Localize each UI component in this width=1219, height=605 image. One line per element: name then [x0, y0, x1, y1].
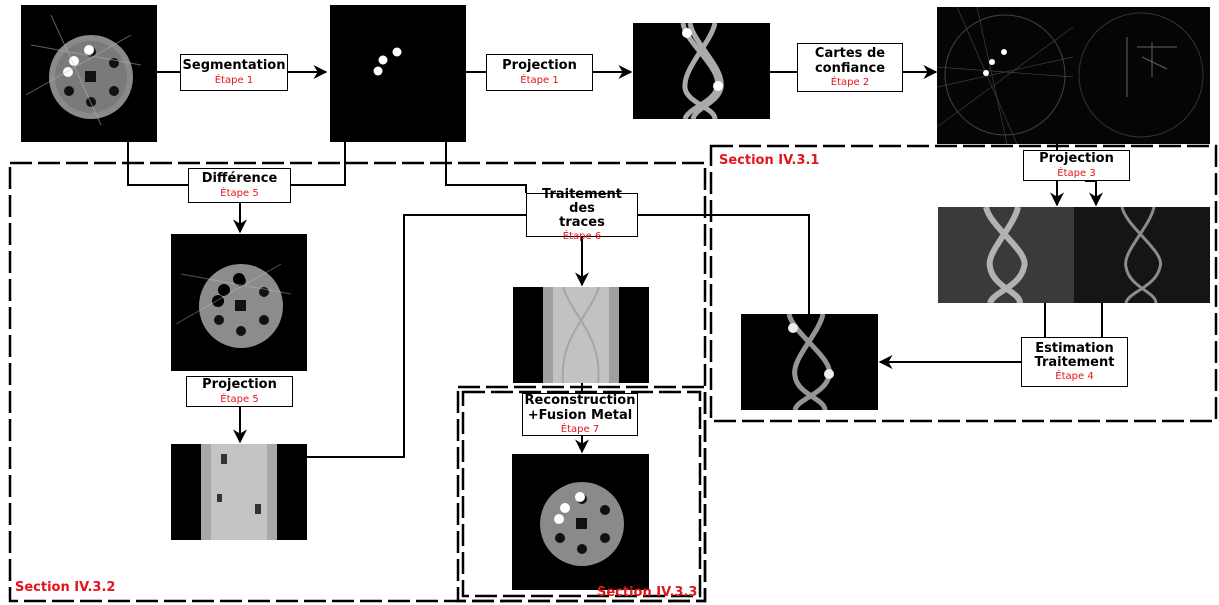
trace-treatment-step: Traitement des traces Étape 6 — [526, 187, 638, 242]
estimation-label-line-2: Traitement — [1034, 355, 1115, 370]
estimation-step: Estimation Traitement Étape 4 — [1021, 337, 1128, 387]
projection-step-1: Projection Étape 1 — [486, 54, 593, 91]
projection-step-5: Projection Étape 5 — [186, 376, 293, 407]
difference-image — [171, 234, 307, 371]
difference-label: Différence — [201, 171, 278, 187]
estimation-step-number: Étape 4 — [1055, 371, 1094, 383]
confidence-projections-image — [938, 207, 1210, 303]
trace-treatment-label-line-1: Traitement des — [542, 186, 622, 216]
projection-step-3: Projection Étape 3 — [1023, 150, 1130, 181]
section-frame-iv-3-2 — [8, 161, 707, 603]
estimation-label-line-1: Estimation — [1035, 340, 1114, 356]
confidence-maps-step: Cartes de confiance Étape 2 — [797, 43, 903, 92]
projection-3-label: Projection — [1039, 151, 1114, 167]
projection-5-step-number: Étape 5 — [220, 393, 259, 405]
section-frame-iv-3-1 — [709, 144, 1218, 423]
reconstruction-label-line-1: Reconstruction — [524, 393, 636, 409]
metal-sinogram-image — [633, 23, 770, 119]
confidence-maps-label-line-2: confiance — [814, 60, 886, 76]
segmented-metal-image — [330, 5, 466, 142]
treated-traces-image — [513, 287, 649, 383]
segmentation-label: Segmentation — [182, 58, 286, 74]
difference-step: Différence Étape 5 — [188, 168, 291, 203]
reconstruction-label-line-2: +Fusion Metal — [527, 407, 633, 423]
confidence-maps-image — [937, 7, 1210, 144]
section-iv-3-2-label: Section IV.3.2 — [15, 580, 116, 595]
reconstruction-image — [512, 454, 649, 590]
trace-treatment-step-number: Étape 6 — [562, 231, 602, 243]
confidence-maps-label-line-1: Cartes de — [814, 46, 886, 62]
difference-step-number: Étape 5 — [220, 187, 259, 199]
section-iv-3-3-label: Section IV.3.3 — [597, 585, 698, 600]
confidence-maps-step-number: Étape 2 — [830, 76, 870, 88]
section-iv-3-1-label: Section IV.3.1 — [719, 153, 820, 168]
projection-5-label: Projection — [202, 377, 277, 393]
projection-3-step-number: Étape 3 — [1057, 167, 1096, 179]
difference-sinogram-image — [171, 444, 307, 540]
trace-treatment-label-line-2: traces — [559, 215, 605, 231]
projection-1-step-number: Étape 1 — [520, 74, 559, 86]
segmentation-step-number: Étape 1 — [214, 74, 254, 86]
corrected-sinogram-image — [741, 314, 878, 410]
projection-1-label: Projection — [502, 58, 577, 74]
ct-phantom-image — [21, 5, 157, 142]
reconstruction-step: Reconstruction +Fusion Metal Étape 7 — [522, 393, 638, 436]
segmentation-step: Segmentation Étape 1 — [180, 54, 288, 91]
reconstruction-step-number: Étape 7 — [560, 423, 600, 435]
